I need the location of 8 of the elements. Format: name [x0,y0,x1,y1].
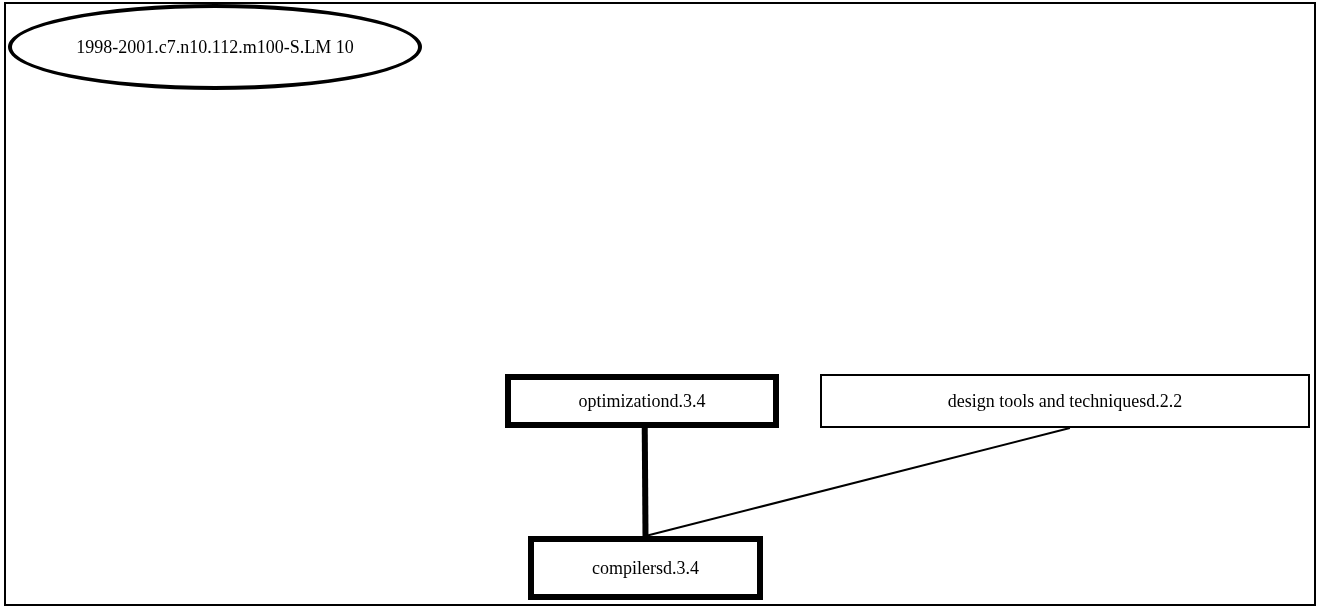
node-label: optimizationd.3.4 [578,389,706,413]
node-label: compilersd.3.4 [592,556,699,580]
box-node [505,374,779,428]
connector-line [641,427,649,537]
box-node [528,536,763,600]
box-node [820,374,1310,428]
node-label: design tools and techniquesd.2.2 [947,389,1183,413]
node-label: 1998-2001.c7.n10.112.m100-S.LM 10 [76,35,354,59]
